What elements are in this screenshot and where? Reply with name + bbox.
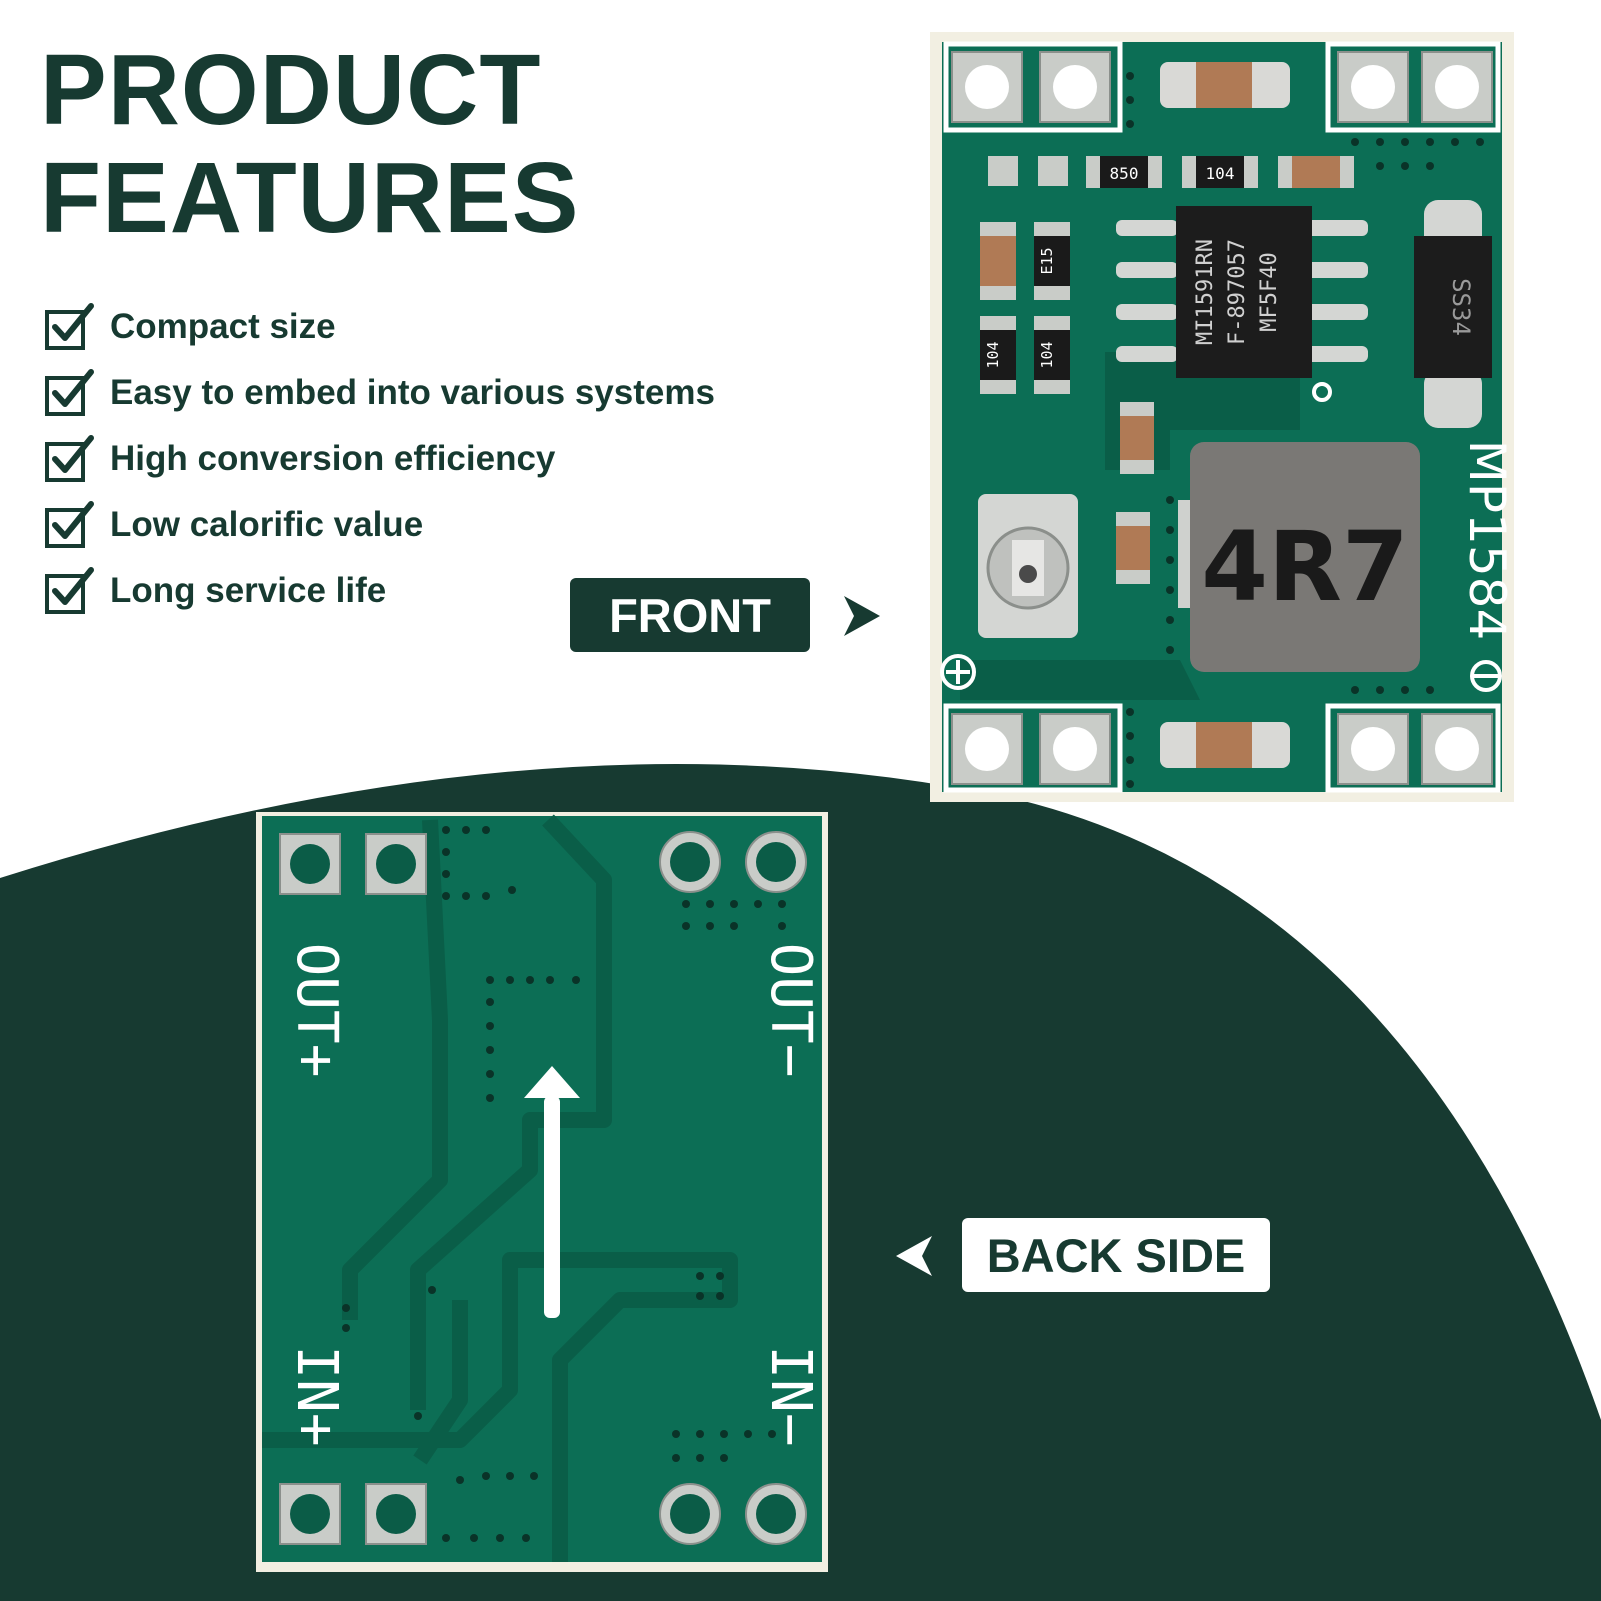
back-pads xyxy=(279,831,807,1545)
checkbox-checked-icon xyxy=(45,567,94,614)
inductor-text: 4R7 xyxy=(1201,511,1409,623)
back-board-image: OUT+ OUT− IN+ IN− xyxy=(256,812,828,1572)
feature-item: Compact size xyxy=(44,294,715,360)
front-diode: SS34 xyxy=(1414,200,1492,428)
feature-label: Low calorific value xyxy=(110,505,424,544)
title-line-1: PRODUCT xyxy=(40,34,542,146)
feature-label: Compact size xyxy=(110,307,336,346)
resistor-code-3: E15 xyxy=(1038,247,1056,274)
chip-text-1: MI1591RN xyxy=(1193,239,1218,345)
model-text: MP1584 xyxy=(1458,440,1516,641)
resistor-code-2: 104 xyxy=(1206,164,1235,183)
resistor-code-5: 104 xyxy=(1038,341,1056,368)
feature-item: Low calorific value xyxy=(44,492,715,558)
back-side-label-badge: BACK SIDE xyxy=(962,1218,1270,1292)
back-label-in-plus: IN+ xyxy=(284,1345,349,1446)
page-title: PRODUCT FEATURES xyxy=(40,36,580,252)
arrow-right-icon xyxy=(844,596,880,636)
feature-list: Compact size Easy to embed into various … xyxy=(44,294,715,624)
diode-text: SS34 xyxy=(1447,278,1475,336)
front-label-badge: FRONT xyxy=(570,578,810,652)
front-ic-chip: MI1591RN F-897057 MF5F40 xyxy=(1116,206,1368,402)
checkbox-checked-icon xyxy=(45,435,94,482)
resistor-code-4: 104 xyxy=(984,341,1002,368)
back-label-out-minus: OUT− xyxy=(758,943,823,1078)
back-label-in-minus: IN− xyxy=(758,1345,823,1446)
front-pad-holes xyxy=(951,51,1493,785)
front-potentiometer xyxy=(978,494,1078,638)
front-inductor: 4R7 xyxy=(1178,442,1420,672)
arrow-left-icon xyxy=(896,1236,932,1276)
checkbox-checked-icon xyxy=(45,369,94,416)
feature-label: Long service life xyxy=(110,571,387,610)
feature-item: Easy to embed into various systems xyxy=(44,360,715,426)
feature-label: Easy to embed into various systems xyxy=(110,373,715,412)
chip-text-2: F-897057 xyxy=(1225,239,1250,345)
back-silkscreen-arrow xyxy=(524,1066,580,1318)
feature-label: High conversion efficiency xyxy=(110,439,556,478)
feature-item: High conversion efficiency xyxy=(44,426,715,492)
title-line-2: FEATURES xyxy=(40,142,580,254)
front-board-image: 850 104 E15 104 104 xyxy=(930,32,1516,802)
checkbox-checked-icon xyxy=(45,501,94,548)
feature-item: Long service life xyxy=(44,558,715,624)
back-label-out-plus: OUT+ xyxy=(284,943,349,1078)
chip-text-3: MF5F40 xyxy=(1257,252,1282,331)
resistor-code-1: 850 xyxy=(1110,164,1139,183)
checkbox-checked-icon xyxy=(45,303,94,350)
